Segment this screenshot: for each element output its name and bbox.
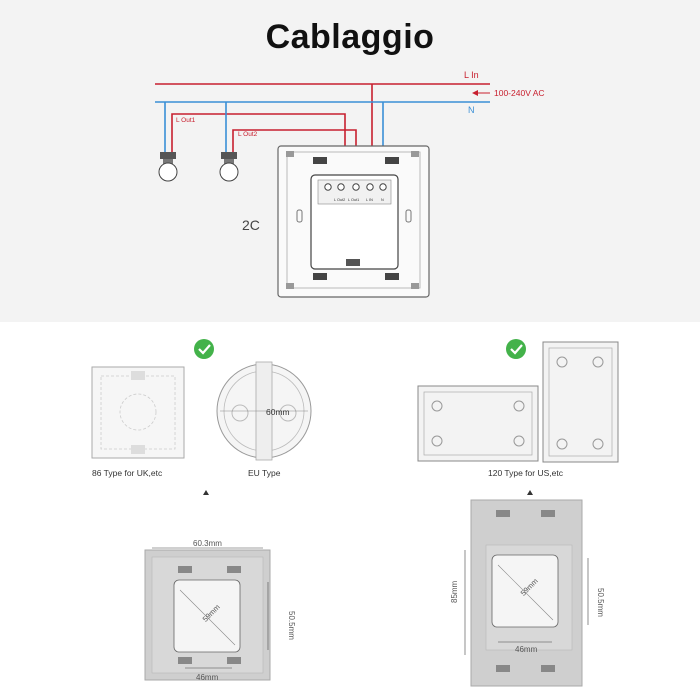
- uk-box-label: 86 Type for UK,etc: [92, 468, 163, 478]
- right-height-left-dim: 85mm: [450, 580, 459, 603]
- neutral-label: N: [468, 105, 475, 115]
- terminal-label-n: N: [381, 198, 384, 202]
- us-120-box-vertical: [542, 341, 619, 463]
- page-title: Cablaggio: [265, 18, 435, 56]
- switch-back-plate: [277, 145, 430, 298]
- arrow-up-icon: [527, 490, 533, 495]
- check-icon: [506, 339, 526, 359]
- lout2-label: L Out2: [238, 131, 258, 138]
- us-box-label: 120 Type for US,etc: [488, 468, 564, 478]
- right-bottom-dim: 46mm: [515, 645, 538, 654]
- check-icon: [194, 339, 214, 359]
- bulb-1-icon: [158, 152, 178, 182]
- eu-round-box: [216, 361, 312, 461]
- left-width-dim: 60.3mm: [193, 539, 222, 548]
- right-height-right-dim: 50.5mm: [596, 588, 605, 617]
- eu-box-label: EU Type: [248, 468, 281, 478]
- terminal-label-lout2: L Out2: [334, 198, 345, 202]
- bulb-2-icon: [219, 152, 239, 182]
- switch-right-back: [464, 499, 589, 687]
- left-bottom-dim: 46mm: [196, 673, 219, 682]
- lout1-label: L Out1: [176, 117, 196, 124]
- terminal-label-lout1: L Out1: [348, 198, 359, 202]
- model-label: 2C: [242, 217, 260, 233]
- arrow-up-icon: [203, 490, 209, 495]
- switch-left-back: [144, 547, 271, 681]
- voltage-label: 100-240V AC: [494, 88, 545, 98]
- line-in-label: L In: [464, 70, 479, 80]
- terminal-label-lin: L IN: [366, 198, 373, 202]
- uk-86-box: [91, 366, 185, 459]
- left-height-dim: 50.5mm: [287, 611, 296, 640]
- eu-dim-label: 60mm: [266, 407, 290, 417]
- voltage-arrow: [472, 90, 490, 96]
- us-120-box-horizontal: [417, 385, 539, 462]
